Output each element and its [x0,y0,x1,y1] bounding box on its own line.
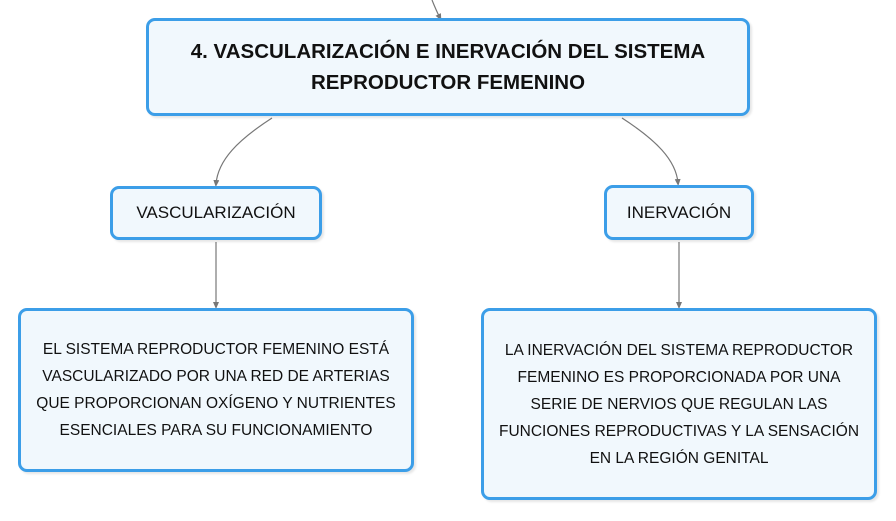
connector-root-to-inervacion [621,117,681,186]
connector-root-to-vascularizacion [213,117,273,187]
root-topic-node[interactable]: 4. VASCULARIZACIÓN E INERVACIÓN DEL SIST… [146,18,750,116]
detail-text-vascularizacion: EL SISTEMA REPRODUCTOR FEMENINO ESTÁ VAS… [36,341,396,439]
topic-label-vascularizacion: VASCULARIZACIÓN [136,203,296,222]
detail-node-inervacion[interactable]: LA INERVACIÓN DEL SISTEMA REPRODUCTOR FE… [481,308,877,500]
connector-incoming [431,0,442,21]
topic-node-vascularizacion[interactable]: VASCULARIZACIÓN [110,186,322,240]
detail-text-inervacion: LA INERVACIÓN DEL SISTEMA REPRODUCTOR FE… [498,341,860,467]
topic-label-inervacion: INERVACIÓN [626,202,732,222]
topic-node-inervacion[interactable]: INERVACIÓN [604,185,754,240]
root-topic-label: 4. VASCULARIZACIÓN E INERVACIÓN DEL SIST… [190,40,706,94]
detail-node-vascularizacion[interactable]: EL SISTEMA REPRODUCTOR FEMENINO ESTÁ VAS… [18,308,414,472]
